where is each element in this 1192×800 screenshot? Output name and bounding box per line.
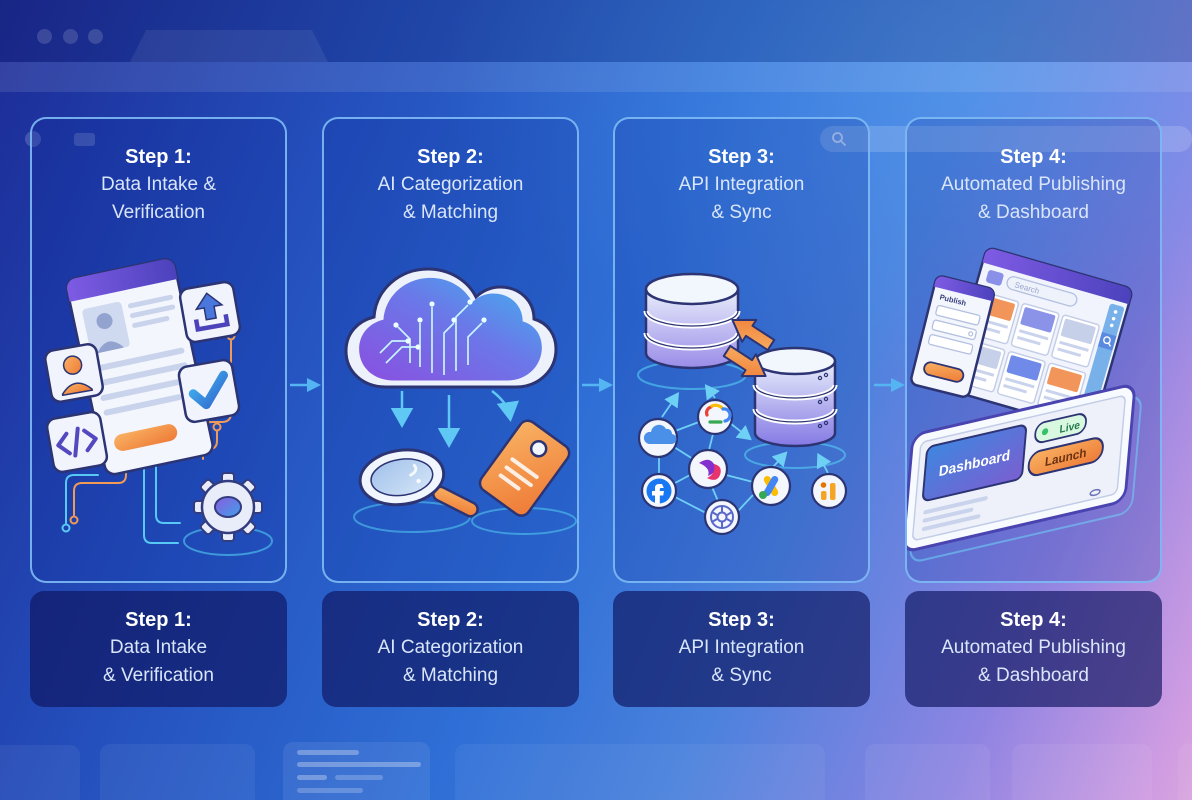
step4-footer-box: Step 4: Automated Publishing & Dashboard [905, 591, 1162, 707]
step2-subtitle-line2: & Matching [402, 202, 499, 223]
circuit-nodes [393, 299, 487, 350]
facebook-icon [640, 472, 678, 510]
step4-footer-line1: Automated Publishing [941, 637, 1126, 658]
step2-title: Step 2: [417, 146, 484, 168]
window-titlebar [0, 0, 1192, 62]
ghost-card [1012, 744, 1152, 800]
window-dot-icon[interactable] [63, 29, 78, 44]
magnifier-icon [358, 448, 479, 518]
step2-footer-line1: AI Categorization [377, 637, 524, 658]
sync-arrows-icon [722, 318, 776, 378]
code-icon [45, 410, 109, 474]
step3-footer-title: Step 3: [708, 609, 775, 631]
step1-footer-box: Step 1: Data Intake & Verification [30, 591, 287, 707]
ghost-card [283, 742, 430, 800]
step3-illustration [637, 272, 848, 536]
ai-circuit-cloud-icon [344, 267, 558, 389]
bookmark-icon[interactable] [74, 133, 95, 146]
circuit-traces [379, 304, 483, 375]
browser-tab[interactable] [118, 30, 340, 62]
gear-icon [193, 472, 263, 542]
search-icon [832, 132, 846, 146]
step-card-3: Step 3: API Integration & Sync [613, 117, 870, 583]
google-cloud-icon [696, 398, 734, 436]
ghost-card [100, 744, 255, 800]
cloud-service-icon [637, 417, 679, 459]
form-submit-button [923, 361, 965, 383]
step1-illustration [44, 258, 273, 556]
service-icons [637, 398, 848, 536]
ghost-card [1178, 744, 1192, 800]
step3-title: Step 3: [708, 146, 775, 168]
step3-footer-box: Step 3: API Integration & Sync [613, 591, 870, 707]
step2-illustration [344, 267, 577, 535]
window-dot-icon[interactable] [37, 29, 52, 44]
checkmark-icon [177, 358, 241, 424]
step1-footer-line2: & Verification [103, 665, 214, 686]
upload-icon [178, 280, 242, 344]
live-label: Live [1059, 419, 1081, 436]
step4-header: Step 4: Automated Publishing & Dashboard [907, 119, 1160, 227]
step1-footer-line1: Data Intake [109, 637, 208, 658]
live-badge: Live [1034, 413, 1087, 444]
flow-arrows [390, 390, 520, 448]
address-search-input[interactable] [820, 126, 1192, 152]
browser-toolbar [0, 62, 1192, 152]
launch-button: Launch [1027, 437, 1104, 477]
document-form [65, 258, 214, 476]
step-arrow-right-icon [290, 378, 321, 392]
step-arrow-right-icon [874, 378, 905, 392]
step2-footer-box: Step 2: AI Categorization & Matching [322, 591, 579, 707]
step3-footer-line2: & Sync [711, 665, 772, 686]
step-card-2: Step 2: AI Categorization & Matching [322, 117, 579, 583]
ghost-card [455, 744, 825, 800]
step4-footer-line2: & Dashboard [978, 665, 1089, 686]
step1-footer-title: Step 1: [125, 609, 192, 631]
form-button [114, 424, 178, 451]
step3-footer-line1: API Integration [678, 637, 805, 658]
database-icon [643, 272, 741, 370]
user-icon [44, 343, 104, 403]
step2-footer-title: Step 2: [417, 609, 484, 631]
step2-footer-line2: & Matching [402, 665, 499, 686]
step3-subtitle-line2: & Sync [711, 202, 772, 223]
step4-subtitle-line2: & Dashboard [978, 202, 1089, 223]
step2-header: Step 2: AI Categorization & Matching [324, 119, 577, 227]
step-card-1: Step 1: Data Intake & Verification [30, 117, 287, 583]
network-lines [658, 384, 832, 514]
step-card-4: Step 4: Automated Publishing & Dashboard [905, 117, 1162, 583]
price-tag-icon [478, 419, 571, 517]
step-arrow-right-icon [582, 378, 613, 392]
publish-form: Publish [910, 275, 995, 398]
step1-header: Step 1: Data Intake & Verification [32, 119, 285, 227]
shutter-icon [703, 498, 741, 536]
database-icon [752, 346, 838, 448]
step1-subtitle-line1: Data Intake & [100, 174, 217, 195]
back-icon[interactable] [25, 131, 41, 147]
window-dot-icon[interactable] [88, 29, 103, 44]
step3-header: Step 3: API Integration & Sync [615, 119, 868, 227]
tablet-dashboard: Dashboard Live Launch [907, 384, 1142, 562]
step1-subtitle-line2: Verification [112, 202, 205, 223]
step4-title: Step 4: [1000, 146, 1067, 168]
ghost-card [865, 744, 990, 800]
google-ads-icon [750, 465, 792, 507]
ghost-card [0, 745, 80, 800]
search-icon [1097, 331, 1117, 351]
step1-title: Step 1: [125, 146, 192, 168]
bird-logo-icon [687, 448, 729, 490]
step2-subtitle-line1: AI Categorization [377, 174, 524, 195]
step3-subtitle-line1: API Integration [678, 174, 805, 195]
analytics-icon [810, 472, 848, 510]
step4-subtitle-line1: Automated Publishing [941, 174, 1126, 195]
step4-footer-title: Step 4: [1000, 609, 1067, 631]
step4-illustration: Search [907, 247, 1142, 562]
